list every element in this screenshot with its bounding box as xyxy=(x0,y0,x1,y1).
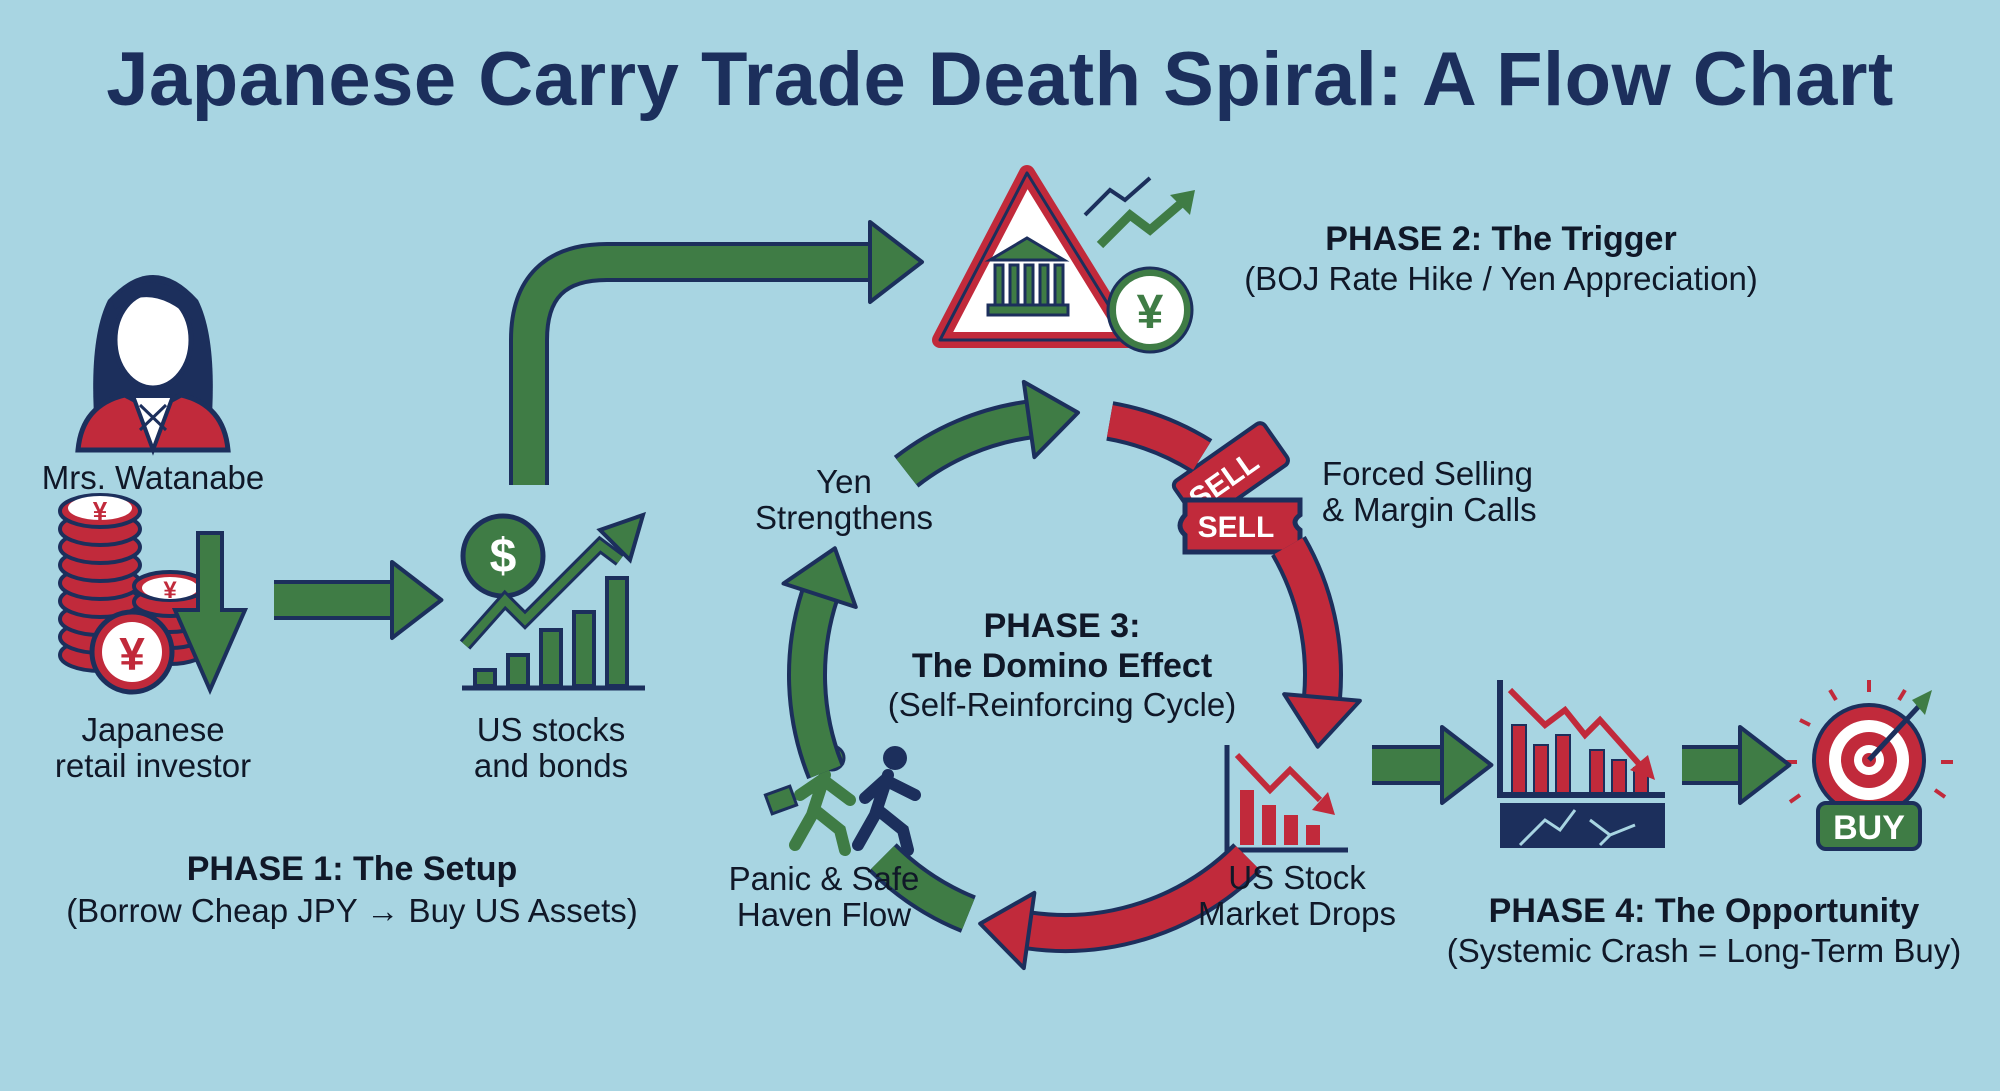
step-line: Market Drops xyxy=(1197,895,1397,932)
phase3-heading: PHASE 3:The Domino Effect xyxy=(912,606,1212,686)
arrow-head xyxy=(390,560,444,640)
phase1-heading: PHASE 1: The Setup xyxy=(186,850,518,888)
phase1-subheading: (Borrow Cheap JPY → Buy US Assets) xyxy=(66,892,638,929)
market-crash-icon xyxy=(1497,680,1665,848)
arrow-head xyxy=(978,890,1037,971)
cycle-arrow-shaft xyxy=(791,590,841,778)
flow-arrows xyxy=(274,220,1792,971)
svg-text:SELL: SELL xyxy=(1198,511,1275,544)
investor-label-line: Japanese xyxy=(81,711,225,748)
arrow-head xyxy=(1282,692,1362,749)
cycle-arrow-shaft xyxy=(896,403,1032,485)
phase3-heading-line: The Domino Effect xyxy=(911,647,1213,685)
step-line: Strengthens xyxy=(755,499,933,536)
arrow-head xyxy=(868,220,924,304)
step-line: Panic & Safe xyxy=(728,860,920,897)
cycle-arrow-shaft xyxy=(1274,538,1339,699)
svg-text:¥: ¥ xyxy=(93,496,108,526)
warning-bank-icon: ¥ xyxy=(932,165,1195,354)
page-title: Japanese Carry Trade Death Spiral: A Flo… xyxy=(106,37,1894,122)
investor-label-line: retail investor xyxy=(54,747,252,784)
cycle-arrow-shaft xyxy=(1026,845,1259,949)
step-forced-selling: Forced Selling& Margin Calls xyxy=(1322,456,1537,528)
rising-stocks-icon: $ xyxy=(459,511,646,691)
svg-text:¥: ¥ xyxy=(119,628,145,680)
step-line: US Stock xyxy=(1228,859,1366,896)
phase2-subheading: (BOJ Rate Hike / Yen Appreciation) xyxy=(1244,260,1758,297)
asset-label-line: US stocks xyxy=(476,711,626,748)
step-line: & Margin Calls xyxy=(1322,491,1537,528)
target-buy-icon: BUY xyxy=(1785,680,1953,851)
phase3-subheading: (Self-Reinforcing Cycle) xyxy=(887,686,1237,723)
phase4-subheading: (Systemic Crash = Long-Term Buy) xyxy=(1446,932,1962,969)
cycle-arrow-shaft xyxy=(1106,405,1211,470)
cycle-arrow-shaft xyxy=(871,845,975,930)
asset-label-line: and bonds xyxy=(473,747,629,784)
phase2-heading: PHASE 2: The Trigger xyxy=(1325,220,1677,258)
svg-text:¥: ¥ xyxy=(1137,286,1164,339)
woman-investor-icon xyxy=(75,275,231,456)
arrow-outline xyxy=(509,242,870,485)
svg-text:BUY: BUY xyxy=(1833,809,1905,847)
arrow-head xyxy=(1440,725,1494,805)
phase4-heading: PHASE 4: The Opportunity xyxy=(1488,892,1920,930)
arrow-head xyxy=(1738,725,1792,805)
falling-stocks-icon xyxy=(1224,745,1348,853)
arrow-shaft xyxy=(513,246,870,485)
svg-text:$: $ xyxy=(490,530,517,583)
step-line: Yen xyxy=(816,463,872,500)
investor-name: Mrs. Watanabe xyxy=(41,459,265,496)
arrow-head xyxy=(781,546,858,610)
svg-text:¥: ¥ xyxy=(163,577,177,604)
phase3-heading-line: PHASE 3: xyxy=(983,607,1141,645)
step-line: Forced Selling xyxy=(1322,455,1533,492)
step-line: Haven Flow xyxy=(736,896,912,933)
arrow-head xyxy=(1021,379,1081,460)
yen-coins-icon: ¥ ¥ ¥ xyxy=(58,493,249,695)
